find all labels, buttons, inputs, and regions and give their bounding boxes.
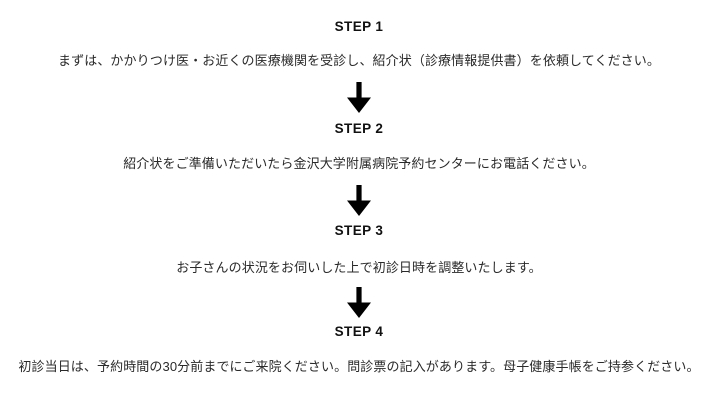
step-2-description: 紹介状をご準備いただいたら金沢大学附属病院予約センターにお電話ください。 bbox=[123, 156, 595, 171]
arrow-down-icon-1 bbox=[339, 82, 379, 113]
step-2-heading: STEP 2 bbox=[334, 121, 384, 136]
step-block-4: STEP 4 初診当日は、予約時間の30分前までにご来院ください。問診票の記入が… bbox=[0, 323, 718, 377]
step-block-3: STEP 3 お子さんの状況をお伺いした上で初診日時を調整いたします。 bbox=[0, 222, 718, 278]
step-1-description: まずは、かかりつけ医・お近くの医療機関を受診し、紹介状（診療情報提供書）を依頼し… bbox=[58, 53, 660, 68]
step-4-description: 初診当日は、予約時間の30分前までにご来院ください。問診票の記入があります。母子… bbox=[18, 359, 700, 374]
arrow-down-icon-3 bbox=[339, 287, 379, 318]
step-3-heading: STEP 3 bbox=[334, 223, 384, 238]
step-3-description: お子さんの状況をお伺いした上で初診日時を調整いたします。 bbox=[176, 260, 542, 275]
step-block-1: STEP 1 まずは、かかりつけ医・お近くの医療機関を受診し、紹介状（診療情報提… bbox=[0, 18, 718, 71]
step-block-2: STEP 2 紹介状をご準備いただいたら金沢大学附属病院予約センターにお電話くだ… bbox=[0, 120, 718, 174]
arrow-down-icon-2 bbox=[339, 185, 379, 216]
step-1-heading: STEP 1 bbox=[334, 19, 384, 34]
step-4-heading: STEP 4 bbox=[334, 324, 384, 339]
